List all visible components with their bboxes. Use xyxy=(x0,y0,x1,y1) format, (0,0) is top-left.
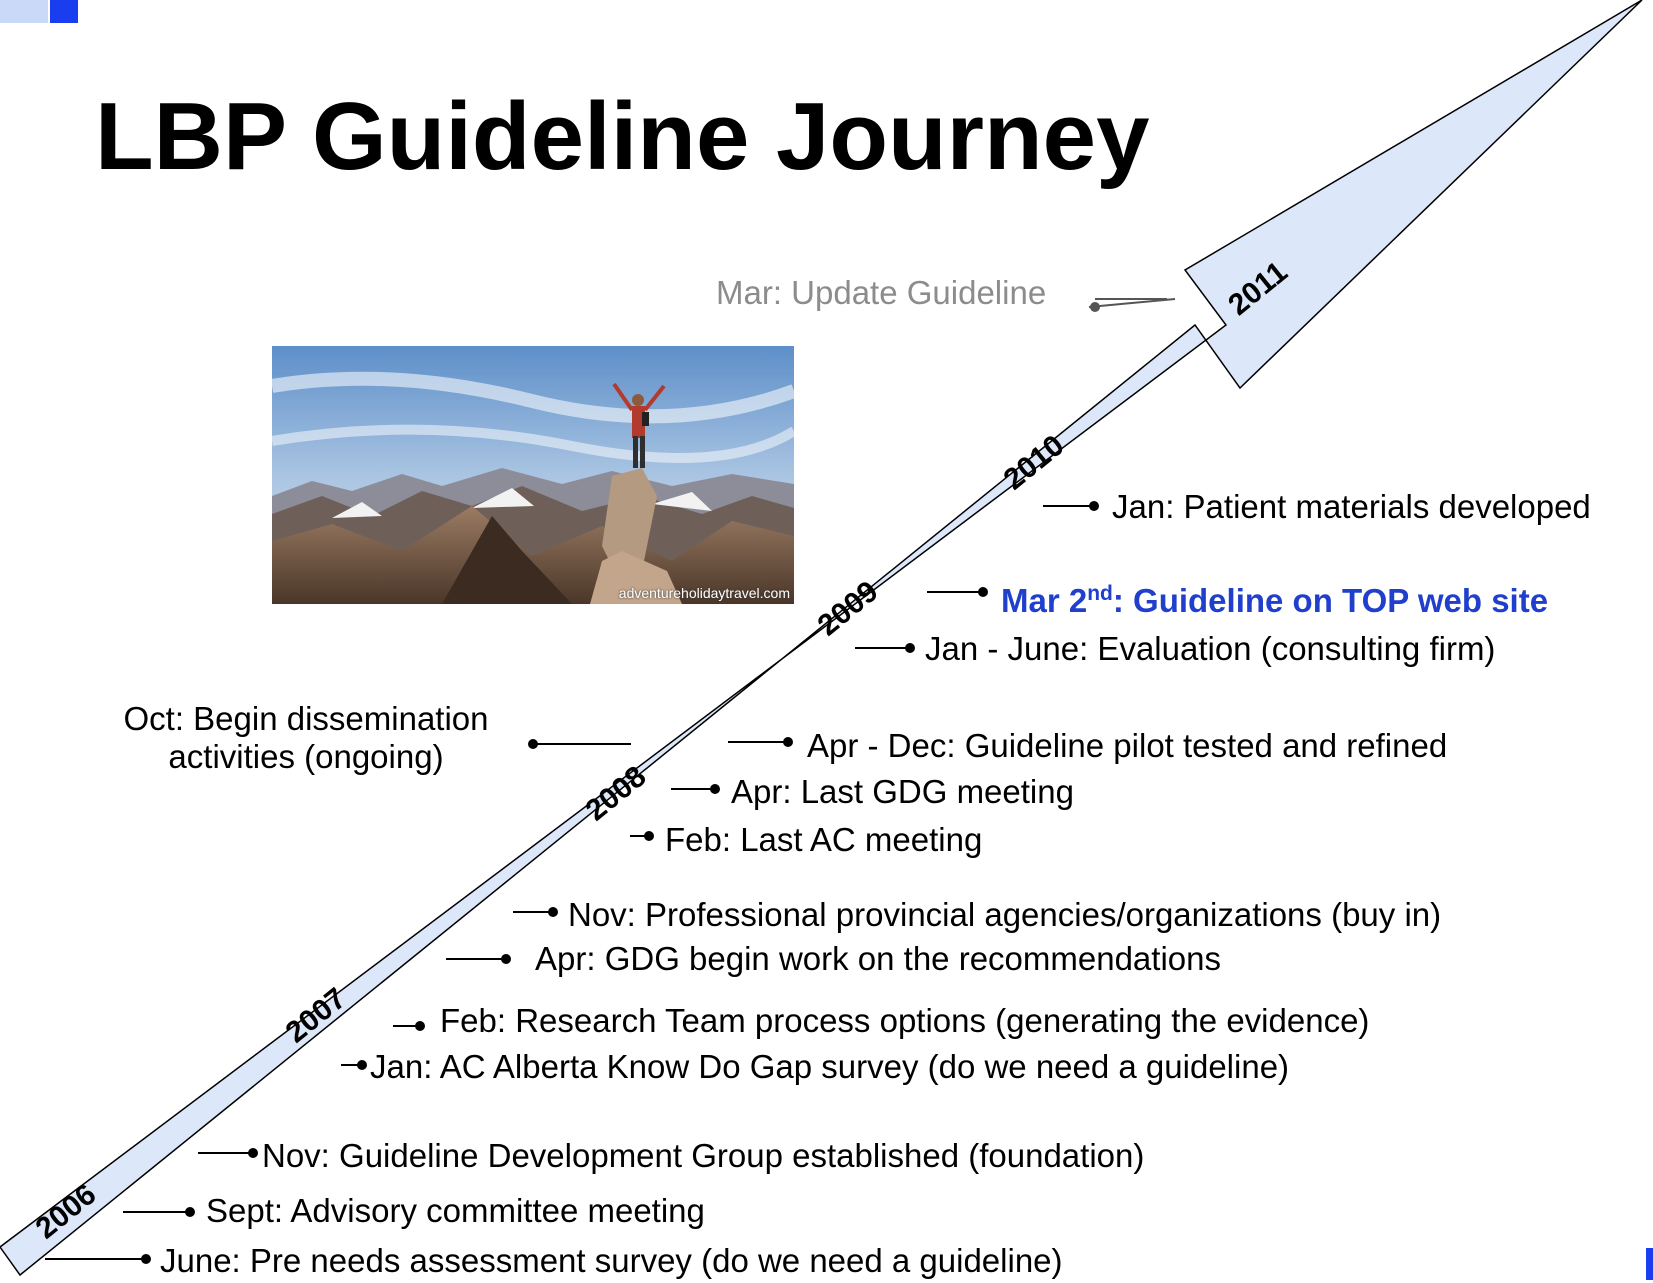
corner-decoration xyxy=(0,0,78,23)
event-2006-june: June: Pre needs assessment survey (do we… xyxy=(160,1242,1063,1279)
event-2007-nov: Nov: Professional provincial agencies/or… xyxy=(568,896,1442,933)
event-2006-nov: Nov: Guideline Development Group establi… xyxy=(262,1137,1145,1174)
connectors xyxy=(45,298,1176,1264)
event-2008-oct-line1: Oct: Begin dissemination xyxy=(123,700,489,737)
event-2009-mar-highlight: Mar 2nd: Guideline on TOP web site xyxy=(1001,582,1548,620)
event-2008-oct: Oct: Begin dissemination activities (ong… xyxy=(100,700,512,776)
corner-dark-square xyxy=(50,0,78,23)
event-2011-mar: Mar: Update Guideline xyxy=(716,274,1047,311)
event-2009-mar-text: Mar 2 xyxy=(1001,582,1088,619)
photo-credit: adventureholidaytravel.com xyxy=(618,585,790,601)
event-2009-mar-sup: nd xyxy=(1087,582,1113,605)
event-2010-jan: Jan: Patient materials developed xyxy=(1112,488,1591,525)
event-2008-feb: Feb: Last AC meeting xyxy=(665,821,983,858)
event-2008-apr-dec: Apr - Dec: Guideline pilot tested and re… xyxy=(807,727,1448,764)
event-2009-mar-text-rest: : Guideline on TOP web site xyxy=(1112,582,1549,619)
mountain-summit-photo: adventureholidaytravel.com xyxy=(272,346,794,604)
event-2007-jan: Jan: AC Alberta Know Do Gap survey (do w… xyxy=(370,1048,1290,1085)
photo-illustration xyxy=(272,346,794,604)
edge-marker xyxy=(1646,1248,1653,1280)
event-2007-feb: Feb: Research Team process options (gene… xyxy=(440,1002,1370,1039)
corner-light-square xyxy=(0,0,48,23)
event-2009-jan: Jan - June: Evaluation (consulting firm) xyxy=(925,630,1496,667)
page-title: LBP Guideline Journey xyxy=(95,83,1150,190)
event-2008-oct-line2: activities (ongoing) xyxy=(168,738,444,775)
event-2006-sept: Sept: Advisory committee meeting xyxy=(206,1192,705,1229)
event-2007-apr: Apr: GDG begin work on the recommendatio… xyxy=(535,940,1221,977)
event-2008-apr: Apr: Last GDG meeting xyxy=(731,773,1074,810)
